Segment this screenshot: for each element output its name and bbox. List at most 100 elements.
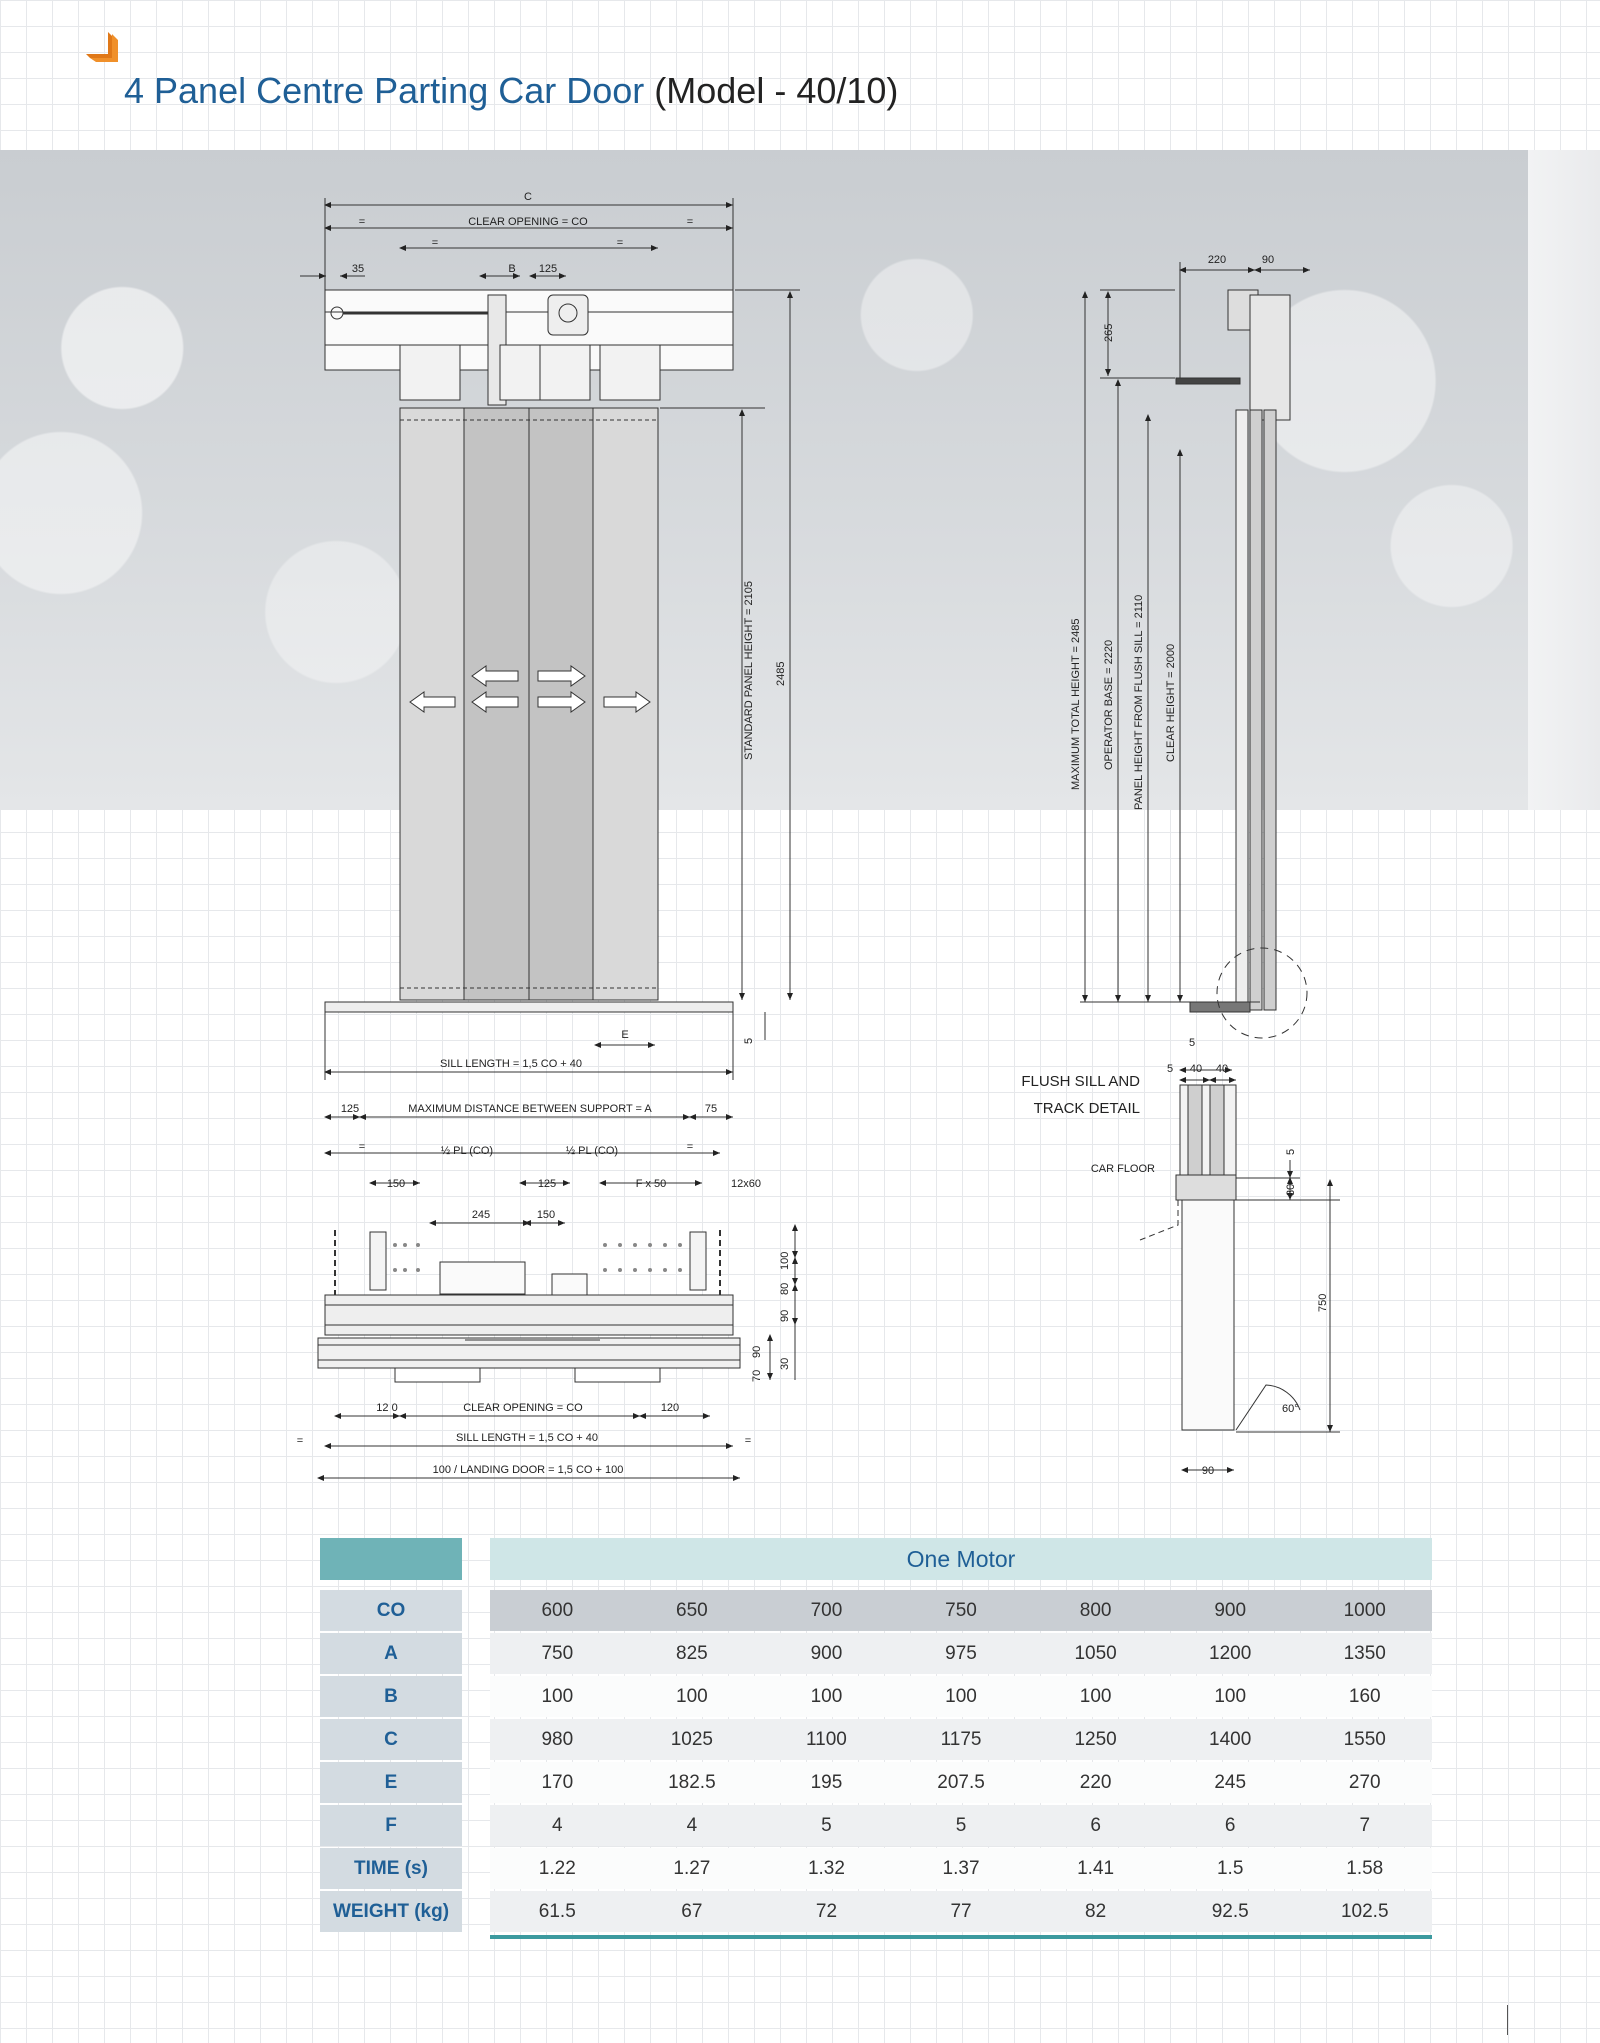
dim-12x60: 12x60 <box>731 1178 761 1190</box>
dim-half-pl-2: ½ PL (CO) <box>566 1145 618 1157</box>
table-cell: 5 <box>821 1815 832 1836</box>
dim-top-150b: 150 <box>537 1209 555 1221</box>
table-cell: 1.58 <box>1346 1858 1384 1879</box>
table-cell: 900 <box>1214 1600 1247 1621</box>
sill-title-line2: TRACK DETAIL <box>1034 1100 1140 1117</box>
table-cell: 1250 <box>1074 1729 1117 1750</box>
dim-125: 125 <box>539 263 557 275</box>
table-bottom-rule <box>490 1935 1432 1939</box>
table-cell: 980 <box>541 1729 574 1750</box>
row-label: WEIGHT (kg) <box>320 1891 462 1932</box>
table-cell: 900 <box>810 1643 843 1664</box>
dim-sill-length: SILL LENGTH = 1,5 CO + 40 <box>440 1058 582 1070</box>
table-cell: 6 <box>1090 1815 1101 1836</box>
dim-120-a: 12 0 <box>376 1402 397 1414</box>
table-cell: 82 <box>1085 1901 1107 1922</box>
table-cell: 160 <box>1348 1686 1381 1707</box>
dim-eq-1: = <box>359 216 365 228</box>
table-cell: 1.41 <box>1077 1858 1115 1879</box>
table-cell: 1.32 <box>807 1858 845 1879</box>
table-cell: 1400 <box>1209 1729 1252 1750</box>
dim-265: 265 <box>1103 324 1115 342</box>
row-label: B <box>320 1676 462 1717</box>
table-cell: 170 <box>541 1772 574 1793</box>
side-view-labels: 220 90 265 MAXIMUM TOTAL HEIGHT = 2485 O… <box>1070 254 1274 810</box>
table-cell: 750 <box>541 1643 574 1664</box>
sill-detail-labels: 5 5 40 40 CAR FLOOR 5 30 750 60° 90 <box>1091 1037 1329 1477</box>
sill-dim-30: 30 <box>1285 1184 1297 1196</box>
table-cell: 825 <box>676 1643 708 1664</box>
dim-top-75: 75 <box>705 1103 717 1115</box>
row-label: TIME (s) <box>320 1848 462 1889</box>
sill-dim-750: 750 <box>1317 1294 1329 1312</box>
sill-dim-90: 90 <box>1202 1465 1214 1477</box>
table-cell: 1550 <box>1343 1729 1386 1750</box>
table-cell: 61.5 <box>538 1901 576 1922</box>
table-cell: 6 <box>1224 1815 1236 1836</box>
dim-120: 120 <box>661 1402 679 1414</box>
table-cell: 100 <box>541 1686 574 1707</box>
table-cell: 100 <box>945 1686 977 1707</box>
sill-dim-5: 5 <box>1189 1037 1195 1049</box>
table-group-header: One Motor <box>490 1538 1432 1580</box>
dim-clear-opening-plan: CLEAR OPENING = CO <box>463 1402 583 1414</box>
table-cell: 100 <box>810 1686 843 1707</box>
sill-dim-40-a: 40 <box>1190 1063 1202 1075</box>
table-cell: 650 <box>676 1600 708 1621</box>
table-corner-header <box>320 1538 462 1580</box>
dim-b: B <box>508 263 515 275</box>
table-cell: 600 <box>541 1600 574 1621</box>
row-label: CO <box>320 1590 462 1631</box>
table-cell: 72 <box>815 1901 838 1922</box>
dim-max-total-height: MAXIMUM TOTAL HEIGHT = 2485 <box>1070 619 1082 790</box>
table-cell: 182.5 <box>668 1772 716 1793</box>
table-cell: 100 <box>1214 1686 1247 1707</box>
title-main: 4 Panel Centre Parting Car Door <box>124 70 645 111</box>
dim-panel-height-flush: PANEL HEIGHT FROM FLUSH SILL = 2110 <box>1133 595 1145 810</box>
dim-top-eq-1: = <box>359 1141 365 1153</box>
dim-top-125b: 125 <box>538 1178 556 1190</box>
row-label: E <box>320 1762 462 1803</box>
dim-c: C <box>524 191 532 203</box>
table-cell: 245 <box>1214 1772 1247 1793</box>
dim-clear-height: CLEAR HEIGHT = 2000 <box>1165 644 1177 762</box>
table-cell: 67 <box>681 1901 703 1922</box>
table-cell: 220 <box>1079 1772 1112 1793</box>
sill-dim-40-b: 40 <box>1216 1063 1228 1075</box>
dim-eq-2: = <box>687 216 693 228</box>
dim-plan-eq-2: = <box>745 1435 751 1447</box>
table-cell: 1000 <box>1343 1600 1386 1621</box>
dim-90: 90 <box>779 1310 791 1322</box>
dim-plan-eq-1: = <box>297 1435 303 1447</box>
sill-dim-5b: 5 <box>1167 1063 1173 1075</box>
dim-35: 35 <box>352 263 364 275</box>
dim-100: 100 <box>779 1252 791 1270</box>
table-cell: 1.5 <box>1216 1858 1244 1879</box>
dim-30: 30 <box>779 1358 791 1370</box>
table-cell: 1200 <box>1209 1643 1252 1664</box>
top-view-labels: 125 MAXIMUM DISTANCE BETWEEN SUPPORT = A… <box>297 1103 791 1476</box>
table-cell: 100 <box>676 1686 708 1707</box>
sill-detail <box>1139 1067 1340 1473</box>
table-cell: 92.5 <box>1211 1901 1249 1922</box>
dim-clear-opening: CLEAR OPENING = CO <box>468 216 588 228</box>
dim-landing-door: 100 / LANDING DOOR = 1,5 CO + 100 <box>433 1464 624 1476</box>
table-cell: 1050 <box>1074 1643 1117 1664</box>
dim-top-125: 125 <box>341 1103 359 1115</box>
table-cell: 1100 <box>806 1729 847 1750</box>
hero-background-edge <box>1528 150 1600 810</box>
table-cell: 207.5 <box>937 1772 985 1793</box>
table-cell: 800 <box>1079 1600 1112 1621</box>
dim-90: 90 <box>1262 254 1274 266</box>
dim-eq-3: = <box>432 237 438 249</box>
sill-car-floor: CAR FLOOR <box>1091 1163 1155 1175</box>
